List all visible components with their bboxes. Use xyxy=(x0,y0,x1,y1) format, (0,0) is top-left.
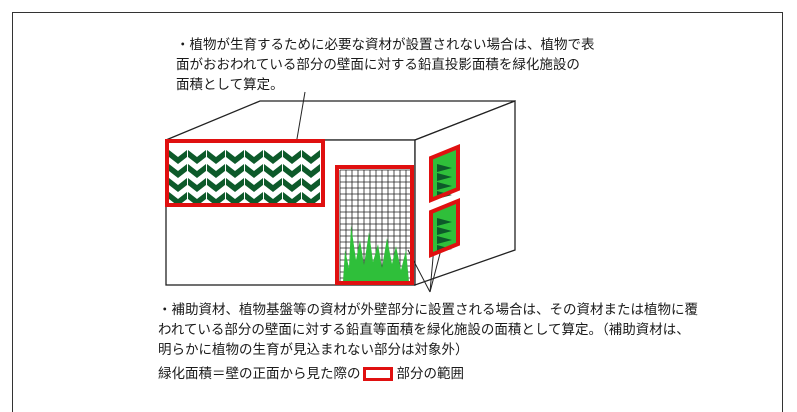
leaf-shape xyxy=(245,150,263,164)
planter-leaf xyxy=(437,227,452,235)
caption-plant-cover: ・植物が生育するために必要な資材が設置されない場合は、植物で表 面がおおわれてい… xyxy=(176,37,595,93)
leaf-shape xyxy=(207,150,225,164)
grass-plants xyxy=(343,225,409,282)
highlight-side-planter-bottom xyxy=(429,198,460,258)
leaf-shape xyxy=(188,178,206,192)
leaf-shape xyxy=(207,192,225,206)
planter-leaf xyxy=(437,182,452,190)
side-wall-planters xyxy=(429,144,460,258)
red-box-legend-icon xyxy=(362,367,393,381)
building-greening-illustration xyxy=(165,91,516,293)
leaf-shape xyxy=(283,192,301,206)
leaf-shape xyxy=(245,178,263,192)
leaf-shape xyxy=(188,164,206,178)
leaf-shape xyxy=(245,164,263,178)
leaf-shape xyxy=(302,150,320,164)
front-wall-plant-cover xyxy=(168,142,322,206)
leaf-shape xyxy=(169,150,187,164)
leaf-shape xyxy=(188,192,206,206)
leaf-shape xyxy=(302,164,320,178)
leaf-shape xyxy=(169,164,187,178)
figure-frame xyxy=(12,12,783,412)
planter-leaf xyxy=(437,164,452,172)
leaf-shape xyxy=(169,192,187,206)
leaf-shape xyxy=(226,150,244,164)
highlight-front-wall-plants xyxy=(165,139,325,207)
green-area-formula: 緑化面積＝壁の正面から見た際の 部分の範囲 xyxy=(158,364,464,384)
leaf-shape xyxy=(302,178,320,192)
leaf-shape xyxy=(226,192,244,206)
highlight-trellis xyxy=(335,165,414,285)
trellis-panel xyxy=(339,169,410,282)
highlight-side-planter-top xyxy=(429,144,460,203)
caption-auxiliary-materials: ・補助資材、植物基盤等の資材が外壁部分に設置される場合は、その資材または植物に覆… xyxy=(158,302,698,358)
leaf-shape xyxy=(245,192,263,206)
planter-leaf xyxy=(437,236,452,244)
leaf-shape xyxy=(264,164,282,178)
planter-leaf xyxy=(437,218,452,226)
leaf-shape xyxy=(169,178,187,192)
leaf-shape xyxy=(207,178,225,192)
leaf-shape xyxy=(226,164,244,178)
leaf-shape xyxy=(188,150,206,164)
formula-text-before: 緑化面積＝壁の正面から見た際の xyxy=(158,366,361,382)
leaf-shape xyxy=(302,192,320,206)
leaf-shape xyxy=(264,178,282,192)
leaf-shape xyxy=(207,164,225,178)
formula-text-after: 部分の範囲 xyxy=(396,366,465,382)
leaf-shape xyxy=(283,178,301,192)
leaf-shape xyxy=(283,164,301,178)
leaf-shape xyxy=(226,178,244,192)
leaf-shape xyxy=(283,150,301,164)
leaf-shape xyxy=(264,150,282,164)
planter-leaf xyxy=(437,173,452,181)
leaf-shape xyxy=(264,192,282,206)
